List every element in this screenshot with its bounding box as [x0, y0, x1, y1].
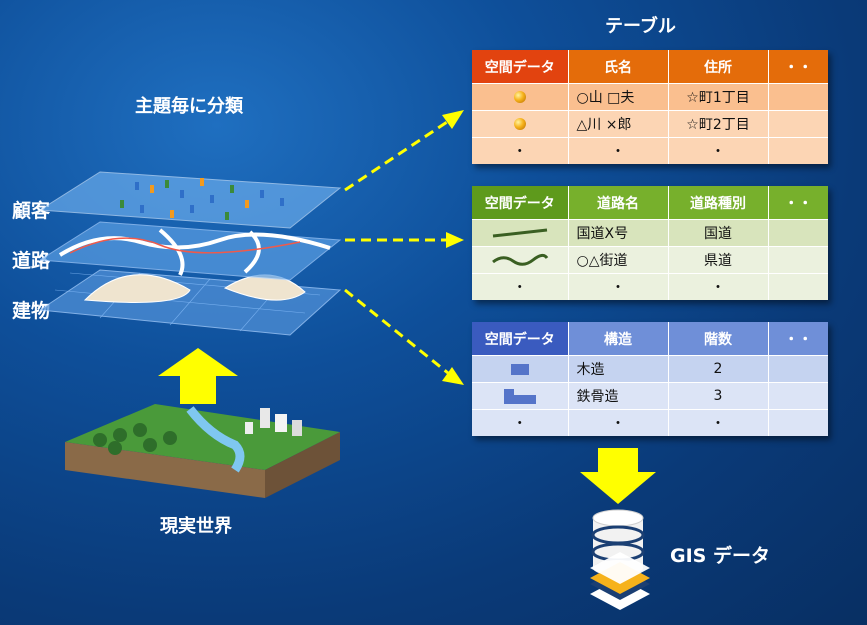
rectangle-building-icon — [510, 364, 529, 375]
header-more: ・・ — [768, 50, 828, 84]
buildings-table: 空間データ 構造 階数 ・・ 木造 2 鉄骨造 3 ・ ・ ・ — [472, 322, 828, 436]
connector-arrows — [344, 110, 464, 385]
customer-layer-icon — [40, 171, 342, 229]
down-arrow — [580, 448, 656, 504]
gis-data-icon — [590, 509, 650, 610]
cell-address: ☆町2丁目 — [668, 110, 769, 138]
cell-floors: 3 — [668, 382, 769, 410]
layer-label-buildings: 建物 — [12, 300, 51, 322]
table-row: ・ ・ ・ — [472, 409, 828, 436]
header-spatial-data: 空間データ — [472, 186, 569, 220]
layer-label-customers: 顧客 — [12, 200, 51, 222]
customer-point-icon — [513, 91, 526, 103]
up-arrow — [158, 348, 238, 404]
arrowhead-buildings — [442, 367, 464, 385]
layer-stack-illustration — [40, 171, 342, 336]
cell-road-type: ・ — [668, 273, 769, 300]
header-road-name: 道路名 — [568, 186, 669, 220]
customers-table: 空間データ 氏名 住所 ・・ ○山 □夫 ☆町1丁目 △川 ×郎 ☆町2丁目 ・… — [472, 50, 828, 164]
cell-road-type: 国道 — [668, 219, 769, 247]
cell-floors: 2 — [668, 355, 769, 383]
arrowhead-roads — [446, 232, 464, 248]
straight-road-line-icon — [492, 228, 547, 238]
cell-name: △川 ×郎 — [568, 110, 669, 138]
header-spatial-data: 空間データ — [472, 322, 569, 356]
table-row: ○山 □夫 ☆町1丁目 — [472, 83, 828, 111]
cell-symbol: ・ — [472, 409, 569, 436]
cell-address: ・ — [668, 137, 769, 164]
cell-name: ○山 □夫 — [568, 83, 669, 111]
cell-floors: ・ — [668, 409, 769, 436]
header-structure: 構造 — [568, 322, 669, 356]
header-road-type: 道路種別 — [668, 186, 769, 220]
cell-road-type: 県道 — [668, 246, 769, 274]
arrowhead-customers — [442, 110, 464, 129]
header-spatial-data: 空間データ — [472, 50, 569, 84]
header-name: 氏名 — [568, 50, 669, 84]
table-row: ・ ・ ・ — [472, 137, 828, 164]
cell-structure: 木造 — [568, 355, 669, 383]
table-row: 木造 2 — [472, 355, 828, 383]
table-row: ○△街道 県道 — [472, 246, 828, 274]
gis-data-label: GIS データ — [670, 545, 770, 567]
real-world-label: 現実世界 — [160, 516, 232, 537]
header-more: ・・ — [768, 186, 828, 220]
cell-structure: 鉄骨造 — [568, 382, 669, 410]
table-title: テーブル — [605, 16, 676, 37]
cell-road-name: ・ — [568, 273, 669, 300]
cell-structure: ・ — [568, 409, 669, 436]
curved-road-line-icon — [491, 253, 548, 266]
layer-label-roads: 道路 — [12, 250, 51, 272]
road-layer-icon — [40, 221, 342, 281]
table-header-row: 空間データ 構造 階数 ・・ — [472, 322, 828, 356]
cell-address: ☆町1丁目 — [668, 83, 769, 111]
table-row: △川 ×郎 ☆町2丁目 — [472, 110, 828, 138]
table-header-row: 空間データ 道路名 道路種別 ・・ — [472, 186, 828, 220]
header-floors: 階数 — [668, 322, 769, 356]
real-world-illustration — [65, 404, 340, 498]
header-address: 住所 — [668, 50, 769, 84]
cell-symbol: ・ — [472, 273, 569, 300]
table-header-row: 空間データ 氏名 住所 ・・ — [472, 50, 828, 84]
cell-symbol: ・ — [472, 137, 569, 164]
roads-table: 空間データ 道路名 道路種別 ・・ 国道X号 国道 ○△街道 県道 ・ ・ ・ — [472, 186, 828, 300]
header-more: ・・ — [768, 322, 828, 356]
l-shaped-building-icon — [503, 389, 536, 404]
table-row: ・ ・ ・ — [472, 273, 828, 300]
table-row: 鉄骨造 3 — [472, 382, 828, 410]
customer-point-icon — [513, 118, 526, 130]
table-row: 国道X号 国道 — [472, 219, 828, 247]
cell-name: ・ — [568, 137, 669, 164]
cell-road-name: ○△街道 — [568, 246, 669, 274]
cell-road-name: 国道X号 — [568, 219, 669, 247]
category-title: 主題毎に分類 — [135, 96, 243, 117]
building-layer-icon — [40, 269, 342, 336]
